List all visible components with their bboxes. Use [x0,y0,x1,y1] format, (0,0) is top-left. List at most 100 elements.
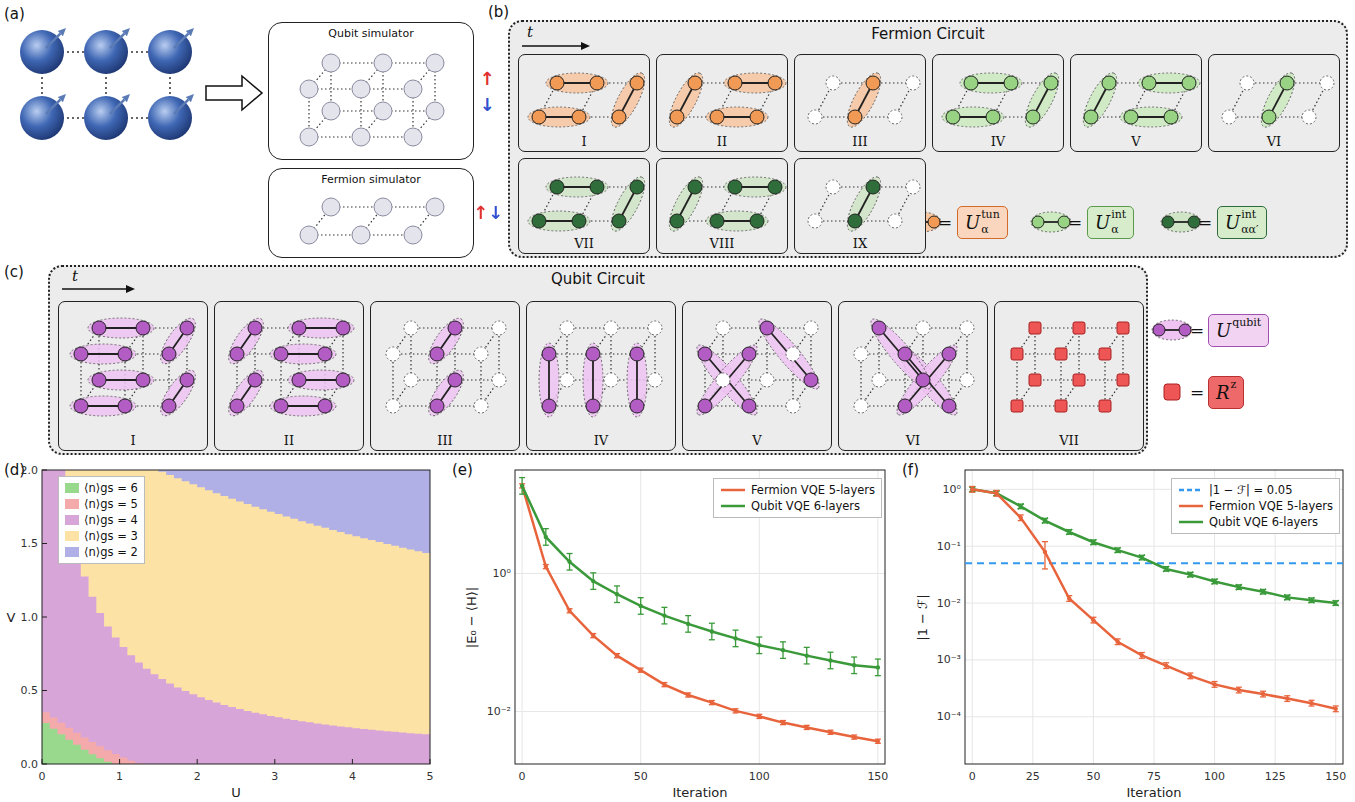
gate-halo [270,396,336,416]
lattice-link [566,328,567,380]
layer-number: I [130,433,135,448]
arrow-line [110,34,124,48]
box-title: Fermion simulator [321,173,421,186]
gate-halo [423,313,470,368]
panel-letter: (e) [452,461,473,479]
lattice-link [1017,353,1061,354]
layer-number: II [717,134,727,149]
gate-halo [70,396,136,416]
active-site [248,373,262,387]
error-bar [1066,595,1072,596]
active-site [230,347,244,361]
legend-text: ⟨n⟩gs = 4 [84,513,138,527]
data-marker [733,709,737,713]
legend-swatch [65,515,79,525]
error-bar [614,602,620,603]
error-bar [969,492,975,493]
grid-line [515,573,885,574]
circuit-layer: IV [526,301,676,451]
tick-label: 10⁻² [487,705,511,718]
data-marker [686,622,690,626]
idle-site [560,321,574,335]
error-bar [1042,541,1048,542]
circuit-box: Fermion CircuitIIIIIIIVVVIVIIVIIIIXUtunα… [508,20,1348,258]
error-bar [851,656,857,657]
lattice-link [1016,354,1017,406]
idle-site [716,321,730,335]
idle-site [854,347,868,361]
legend-row: ⟨n⟩gs = 5 [65,496,138,512]
rz-gate [1073,322,1085,334]
legend-row: ⟨n⟩gs = 2 [65,544,138,560]
axis-label: Iteration [672,785,727,800]
tick [119,759,120,764]
legend-swatch [65,531,79,541]
error-bar [1018,520,1024,521]
operator-superscript: int [1111,209,1126,221]
gate-halo [724,177,786,197]
gate-halo [627,343,647,417]
grid-line [972,470,973,764]
active-site [292,321,306,335]
gate-halo [706,211,768,231]
error-bar [661,607,667,608]
active-site [872,321,886,335]
legend-line-sample [1179,521,1203,524]
active-site [590,180,604,194]
error-bar [1090,622,1096,623]
idle-site [906,76,920,90]
data-marker [1212,578,1218,584]
active-site [710,110,724,124]
active-site [162,399,176,413]
active-site [1142,76,1156,90]
box-title: Qubit Circuit [551,270,645,288]
tick [42,764,47,765]
lattice-site [426,198,444,216]
error-bar [1187,678,1193,679]
circuit-layer: VIII [656,158,788,254]
lattice-site [322,102,340,120]
idle-site [786,347,800,361]
error-bar [1260,691,1266,692]
error-bar [994,490,1000,491]
legend-row: ⟨n⟩gs = 3 [65,528,138,544]
active-site [946,110,960,124]
legend-text: ⟨n⟩gs = 2 [84,545,138,559]
data-marker [1284,594,1290,600]
error-bar [1236,687,1242,688]
legend-text: Fermion VQE 5-layers [751,483,875,497]
data-marker [1066,529,1072,535]
circuit-layer: IX [794,158,926,254]
data-marker [1115,640,1119,644]
error-bar [827,668,833,669]
error-bar [567,569,573,570]
active-site [768,180,782,194]
chart-legend: ⟨n⟩gs = 6⟨n⟩gs = 5⟨n⟩gs = 4⟨n⟩gs = 3⟨n⟩g… [58,476,145,564]
idle-site [386,399,400,413]
gate-halo [890,339,963,421]
gate-halo [270,344,336,364]
gate-halo [1019,69,1065,132]
active-site [688,180,702,194]
circuit-layer: III [794,54,926,152]
data-marker [1163,566,1169,572]
active-site [448,373,462,387]
active-site [542,399,556,413]
gate-halo [539,343,559,417]
active-site [1262,110,1276,124]
gate-halo [864,313,937,395]
active-site [866,76,880,90]
operator-symbol: U [1095,212,1110,233]
data-marker [1261,692,1265,696]
data-marker [757,643,761,647]
spin-arrow: ↑ [479,68,494,89]
tick [197,759,198,764]
chart-legend: |1 − ℱ| = 0.05Fermion VQE 5-layersQubit … [1171,478,1340,534]
axis-label: |E₀ − ⟨H⟩| [464,586,479,647]
grid-line [965,603,1343,604]
active-site [572,214,586,228]
active-site [74,399,88,413]
error-bar [1260,696,1266,697]
active-site [274,399,288,413]
equals-sign: = [1190,382,1204,402]
